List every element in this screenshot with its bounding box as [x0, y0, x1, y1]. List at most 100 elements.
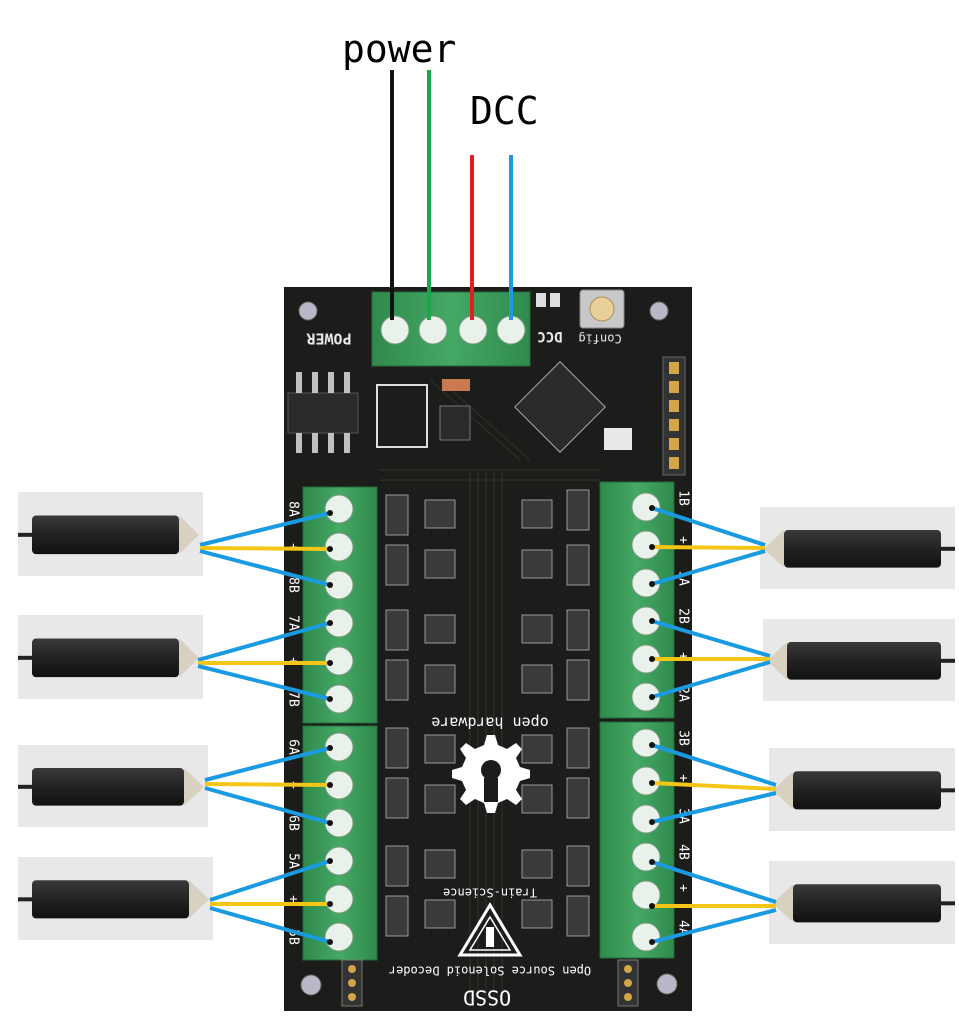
wire-end — [649, 618, 655, 624]
wire-end — [649, 505, 655, 511]
capacitor — [442, 379, 470, 391]
coil-header-left — [341, 959, 363, 1007]
wire-end — [327, 901, 333, 907]
wire-end — [649, 859, 655, 865]
silk-config: Config — [578, 332, 621, 346]
train-science-logo-icon — [457, 902, 523, 957]
silk-open-hardware: open hardware — [431, 714, 548, 732]
solenoids — [18, 492, 955, 944]
wire-end — [649, 780, 655, 786]
terminal-label: + — [676, 774, 691, 782]
wire-coil-blue — [197, 664, 331, 701]
terminal-label: 2B — [676, 608, 691, 624]
solenoid-body — [793, 771, 941, 810]
terminal-label: 7B — [286, 691, 301, 707]
terminal-screw — [496, 315, 526, 345]
wire-coil-blue — [651, 506, 766, 547]
config-button — [579, 289, 625, 329]
coil-wires — [197, 505, 777, 945]
solenoid-terminal — [773, 884, 793, 923]
terminal-label: 3B — [676, 730, 691, 746]
wire-end — [649, 742, 655, 748]
silk-dcc: DCC — [537, 328, 562, 344]
terminal-label: + — [676, 652, 691, 660]
wire-coil-blue — [651, 908, 777, 944]
wire-common-yellow — [199, 546, 331, 551]
pcb-traces — [380, 379, 600, 1000]
silk-power: POWER — [305, 330, 351, 348]
terminal-screw — [380, 315, 410, 345]
terminal-screw — [418, 315, 448, 345]
wire-end — [327, 620, 333, 626]
solenoid-body — [787, 641, 941, 680]
wire-end — [649, 939, 655, 945]
wire-coil-blue — [199, 549, 331, 587]
wire-end — [649, 903, 655, 909]
wire-coil-blue — [651, 619, 771, 658]
wire-coil-blue — [199, 511, 331, 547]
solenoid-terminal — [179, 638, 199, 678]
smd-part — [550, 293, 560, 307]
silk-train-science: Train-Science — [443, 886, 537, 900]
wire-end — [327, 745, 333, 751]
wire-coil-blue — [204, 746, 331, 782]
terminal-label: 1B — [676, 490, 691, 506]
pcb-board: POWER DCC Config — [284, 287, 692, 1011]
solenoid-terminal — [764, 529, 784, 568]
power-label: power — [342, 27, 457, 71]
terminal-screw — [458, 315, 488, 345]
solenoid-terminal — [773, 771, 793, 810]
power-dcc-terminal-block — [371, 291, 531, 367]
terminal-label: + — [676, 884, 691, 892]
solenoid-motor — [769, 861, 955, 944]
wire-coil-blue — [209, 906, 331, 944]
dcc-label: DCC — [470, 89, 539, 133]
wire-coil-blue — [197, 621, 331, 662]
mcu-chip — [514, 361, 606, 453]
terminal-label: 7A — [286, 615, 301, 631]
open-hardware-gear-icon — [452, 735, 530, 813]
terminal-label: 5A — [286, 853, 301, 869]
inductor-outline — [376, 384, 428, 448]
solenoid-body — [784, 529, 941, 568]
solenoid-motor — [763, 619, 955, 701]
wire-end — [327, 696, 333, 702]
left-terminal-blocks — [302, 486, 378, 961]
terminal-label: 8B — [286, 577, 301, 593]
wire-end — [649, 581, 655, 587]
solenoid-motor — [760, 507, 955, 589]
coil-header-right — [617, 959, 639, 1007]
wire-end — [327, 582, 333, 588]
wire-end — [649, 656, 655, 662]
solenoid-motor — [18, 745, 208, 827]
terminal-label: 6A — [286, 739, 301, 755]
wire-common-yellow — [651, 545, 766, 550]
wire-end — [327, 660, 333, 666]
solenoid-body — [793, 884, 941, 923]
input-wires — [390, 70, 513, 320]
solenoid-motor — [18, 492, 203, 576]
silk-decoder-name: Open Source Solenoid Decoder — [389, 964, 591, 978]
mounting-hole-tl — [298, 301, 318, 321]
wire-coil-blue — [209, 859, 331, 902]
wire-common-yellow — [651, 781, 777, 791]
wire-end — [327, 546, 333, 552]
solenoid-motor — [769, 748, 955, 831]
solenoid-terminal — [767, 641, 787, 680]
solenoid-terminal — [189, 880, 209, 919]
solenoid-body — [32, 638, 179, 678]
terminal-label: 6B — [286, 815, 301, 831]
wire-end — [649, 819, 655, 825]
terminal-label: 4B — [676, 844, 691, 860]
wire-coil-blue — [651, 743, 777, 787]
wire-end — [649, 694, 655, 700]
wire-coil-blue — [651, 549, 766, 586]
wire-end — [649, 544, 655, 550]
wire-end — [327, 510, 333, 516]
wire-end — [327, 820, 333, 826]
wire-coil-blue — [651, 791, 777, 824]
mounting-hole-bl — [300, 974, 322, 996]
wire-coil-blue — [204, 786, 331, 825]
terminal-label: + — [676, 536, 691, 544]
